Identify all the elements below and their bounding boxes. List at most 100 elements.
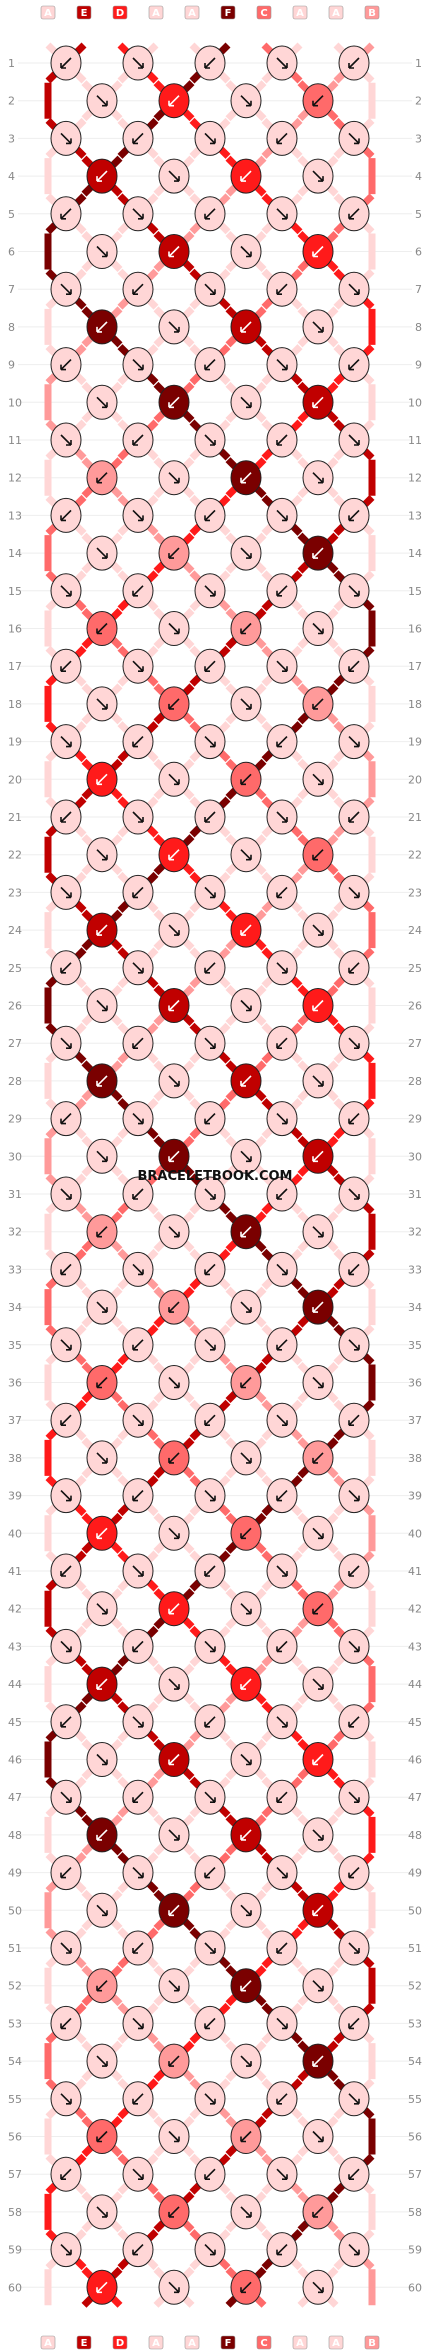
row-number-left: 59 (8, 2244, 22, 2257)
strand-color-swatch (220, 5, 236, 20)
row-number-left: 9 (8, 359, 15, 372)
row-number-left: 17 (8, 660, 22, 673)
arrow-down-right-icon (132, 811, 144, 823)
row-number-right: 39 (408, 1490, 422, 1503)
row-number-left: 30 (8, 1150, 22, 1163)
arrow-down-right-icon (96, 245, 108, 258)
arrow-down-right-icon (168, 1678, 180, 1690)
arrow-down-left-icon (348, 2168, 360, 2180)
arrow-down-left-icon (132, 1188, 144, 1200)
row-number-right: 1 (415, 57, 422, 70)
arrow-down-right-icon (132, 1867, 144, 1879)
strand-letter: A (296, 8, 304, 19)
row-number-left: 16 (8, 623, 22, 636)
row-number-left: 31 (8, 1188, 22, 1201)
arrow-down-left-icon (348, 811, 360, 823)
arrow-down-left-icon (312, 1150, 324, 1163)
arrow-down-right-icon (348, 736, 360, 748)
row-number-right: 46 (408, 1754, 422, 1767)
row-number-left: 36 (8, 1377, 22, 1390)
strand-letter: F (225, 2338, 232, 2349)
arrow-down-right-icon (168, 170, 180, 182)
arrow-down-left-icon (132, 1640, 144, 1653)
arrow-down-right-icon (60, 1942, 72, 1954)
row-number-right: 59 (408, 2244, 422, 2257)
strand-color-swatch (364, 2335, 380, 2350)
arrow-down-right-icon (276, 509, 288, 522)
arrow-down-right-icon (240, 1904, 252, 1917)
arrow-down-left-icon (348, 208, 360, 220)
knot-grid (50, 45, 370, 2305)
arrow-down-left-icon (96, 1075, 108, 1087)
arrow-down-right-icon (168, 1075, 180, 1087)
arrow-down-right-icon (240, 396, 252, 409)
arrow-down-right-icon (348, 1037, 360, 1049)
row-number-left: 35 (8, 1339, 22, 1352)
arrow-down-right-icon (276, 57, 288, 69)
arrow-down-left-icon (60, 2168, 72, 2180)
arrow-down-right-icon (60, 1037, 72, 1049)
arrow-down-left-icon (96, 773, 108, 786)
arrow-down-right-icon (240, 1753, 252, 1766)
arrow-down-right-icon (240, 698, 252, 710)
arrow-down-right-icon (96, 849, 108, 861)
arrow-down-right-icon (276, 962, 288, 974)
strand-letter: A (296, 2338, 304, 2349)
arrow-down-left-icon (96, 1376, 108, 1389)
arrow-down-left-icon (60, 57, 72, 69)
arrow-down-right-icon (96, 1753, 108, 1766)
arrow-down-right-icon (168, 1226, 180, 1238)
arrow-down-left-icon (204, 509, 216, 522)
row-number-left: 52 (8, 1980, 22, 1993)
row-number-right: 37 (408, 1414, 422, 1427)
arrow-down-right-icon (276, 359, 288, 371)
row-number-left: 37 (8, 1414, 22, 1427)
arrow-down-right-icon (348, 886, 360, 899)
arrow-down-left-icon (60, 509, 72, 522)
arrow-down-right-icon (132, 509, 144, 522)
strand-color-swatch (40, 2335, 56, 2350)
row-number-right: 35 (408, 1339, 422, 1352)
arrow-down-right-icon (312, 1376, 324, 1389)
arrow-down-left-icon (60, 1867, 72, 1879)
arrow-down-left-icon (204, 811, 216, 823)
arrow-down-left-icon (60, 2017, 72, 2030)
arrow-down-right-icon (204, 736, 216, 748)
arrow-down-left-icon (240, 1527, 252, 1540)
arrow-down-right-icon (168, 321, 180, 333)
arrow-down-right-icon (276, 1716, 288, 1728)
arrow-down-right-icon (96, 95, 108, 107)
arrow-down-right-icon (312, 1527, 324, 1540)
arrow-down-left-icon (240, 622, 252, 635)
row-number-left: 6 (8, 246, 15, 259)
row-number-left: 50 (8, 1904, 22, 1917)
arrow-down-right-icon (60, 1490, 72, 1502)
arrow-down-right-icon (312, 1075, 324, 1087)
row-number-right: 31 (408, 1188, 422, 1201)
arrow-down-left-icon (168, 2055, 180, 2067)
arrow-down-left-icon (204, 1565, 216, 1577)
arrow-down-right-icon (96, 1904, 108, 1917)
arrow-down-left-icon (312, 2055, 324, 2067)
arrow-down-left-icon (240, 1075, 252, 1087)
arrow-down-left-icon (60, 1565, 72, 1577)
strand-color-swatch (112, 2335, 128, 2350)
row-number-right: 58 (408, 2206, 422, 2219)
arrow-down-right-icon (276, 1113, 288, 1125)
row-number-left: 44 (8, 1678, 22, 1691)
row-number-right: 18 (408, 698, 422, 711)
arrow-down-right-icon (204, 2093, 216, 2105)
row-number-left: 58 (8, 2206, 22, 2219)
arrow-down-right-icon (60, 283, 72, 295)
arrow-down-left-icon (312, 547, 324, 559)
row-number-left: 1 (8, 57, 15, 70)
row-number-right: 13 (408, 509, 422, 522)
strand-color-swatch (184, 2335, 200, 2350)
row-number-right: 38 (408, 1452, 422, 1465)
arrow-down-right-icon (312, 773, 324, 786)
arrow-down-right-icon (168, 773, 180, 786)
arrow-down-right-icon (132, 1565, 144, 1577)
arrow-down-left-icon (204, 962, 216, 974)
arrow-down-left-icon (96, 1829, 108, 1841)
arrow-down-left-icon (96, 2281, 108, 2294)
